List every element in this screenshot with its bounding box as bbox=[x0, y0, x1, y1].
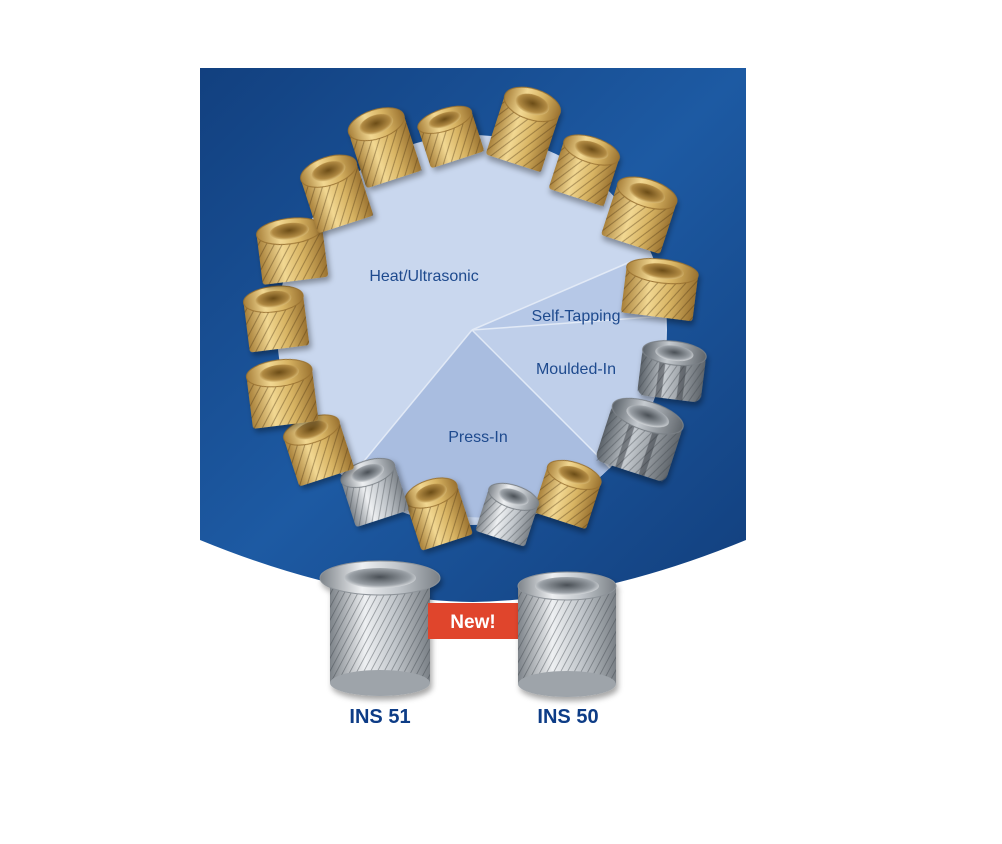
self-tapping-wedge bbox=[472, 262, 665, 330]
brass-knurled-insert-icon bbox=[417, 105, 485, 169]
brass-knurled-insert-icon bbox=[485, 86, 561, 173]
brass-knurled-insert-icon bbox=[300, 154, 374, 234]
brass-knurled-insert-icon bbox=[548, 134, 620, 207]
ins50-insert-icon bbox=[517, 571, 617, 697]
segment-label-heat-ultrasonic: Heat/Ultrasonic bbox=[369, 268, 478, 285]
segment-label-self-tapping: Self-Tapping bbox=[532, 308, 621, 325]
brass-knurled-insert-icon bbox=[532, 459, 602, 530]
brass-knurled-insert-icon bbox=[347, 107, 422, 189]
brass-knurled-insert-icon bbox=[404, 477, 473, 551]
stainless-knurled-insert-icon bbox=[475, 482, 540, 547]
moulded-in-insert-icon bbox=[594, 397, 684, 483]
new-badge bbox=[428, 603, 518, 639]
brass-knurled-insert-icon bbox=[620, 258, 699, 322]
stainless-knurled-insert-icon bbox=[340, 457, 410, 528]
moulded-in-insert-icon bbox=[636, 340, 707, 403]
brass-knurled-insert-icon bbox=[245, 358, 319, 429]
segment-label-press-in: Press-In bbox=[448, 429, 508, 446]
new-badge-text: New! bbox=[450, 612, 495, 633]
brass-knurled-insert-icon bbox=[600, 176, 678, 255]
segment-label-moulded-in: Moulded-In bbox=[536, 361, 616, 378]
product-code-ins50: INS 50 bbox=[537, 706, 598, 728]
brass-knurled-insert-icon bbox=[243, 285, 310, 353]
insert-ring bbox=[243, 86, 707, 551]
ins51-insert-icon bbox=[319, 560, 441, 696]
product-code-ins51: INS 51 bbox=[349, 706, 410, 728]
